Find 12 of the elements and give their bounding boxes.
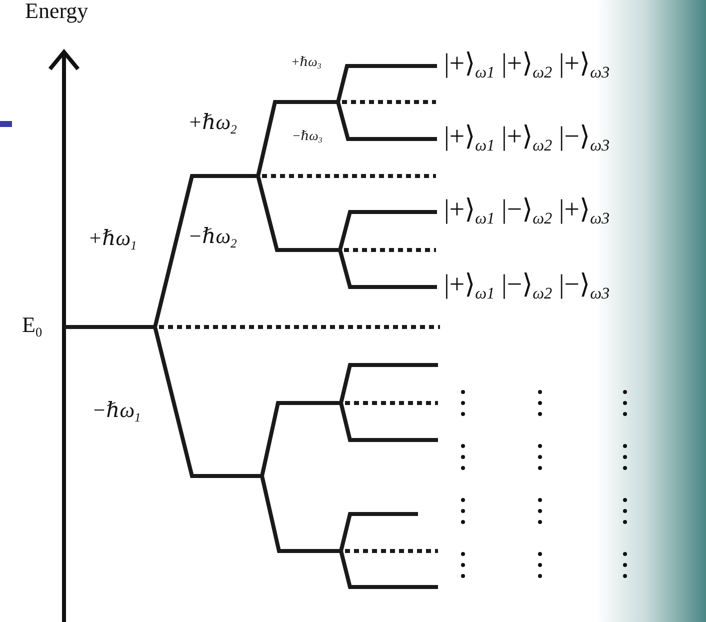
energy-shift-label: −ℏω$_{3}$ [292, 129, 322, 145]
state-label: |+⟩$_{ω1}$ |+⟩$_{ω2}$ |−⟩$_{ω3}$ [444, 123, 610, 154]
energy-shift-label: −ℏω$_{2}$ [188, 226, 237, 250]
level-label: E$_{0}$ [22, 314, 42, 339]
state-label: |+⟩$_{ω1}$ |−⟩$_{ω2}$ |−⟩$_{ω3}$ [444, 271, 610, 302]
energy-shift-label: +ℏω$_{2}$ [188, 112, 237, 136]
state-label: |+⟩$_{ω1}$ |−⟩$_{ω2}$ |+⟩$_{ω3}$ [444, 196, 610, 227]
energy-shift-label: +ℏω$_{1}$ [88, 228, 137, 252]
axis-label: Energy [25, 0, 88, 22]
energy-shift-label: +ℏω$_{3}$ [291, 55, 322, 71]
energy-shift-label: −ℏω$_{1}$ [92, 400, 141, 424]
state-label: |+⟩$_{ω1}$ |+⟩$_{ω2}$ |+⟩$_{ω3}$ [444, 50, 610, 81]
